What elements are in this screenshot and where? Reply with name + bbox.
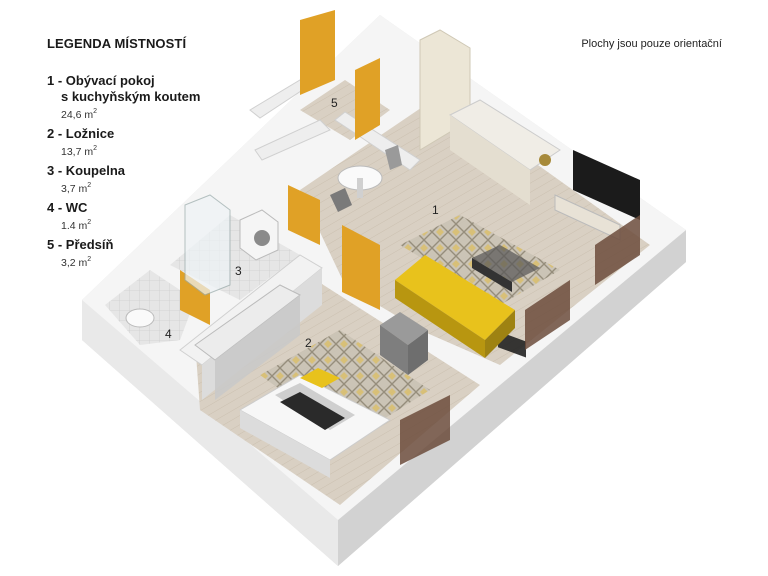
coffee-table bbox=[472, 245, 540, 292]
room-label-3: 3 bbox=[235, 264, 242, 278]
floor-wc bbox=[105, 270, 195, 345]
legend-item-bathroom: 3 - Koupelna 3,7 m2 bbox=[47, 163, 247, 196]
legend-item-label: 2 - Ložnice bbox=[47, 126, 115, 141]
area-unit-sup: 2 bbox=[87, 256, 92, 263]
legend-item-area: 24,6 m2 bbox=[47, 105, 247, 122]
bedroom-rug bbox=[260, 330, 430, 440]
area-unit-sup: 2 bbox=[87, 182, 92, 189]
area-value: 3,2 m bbox=[61, 257, 88, 269]
windows bbox=[400, 215, 640, 465]
area-value: 24,6 m bbox=[61, 109, 94, 121]
legend-item-area: 1.4 m2 bbox=[47, 216, 247, 233]
area-disclaimer: Plochy jsou pouze orientační bbox=[581, 38, 722, 50]
room-label-4: 4 bbox=[165, 327, 172, 341]
legend-item-wc: 4 - WC 1.4 m2 bbox=[47, 200, 247, 233]
doors bbox=[180, 10, 380, 325]
room-label-5: 5 bbox=[331, 96, 338, 110]
room-label-1: 1 bbox=[432, 203, 439, 217]
legend-item-living-room: 1 - Obývací pokoj s kuchyňským koutem 24… bbox=[47, 73, 247, 122]
legend-item-area: 3,7 m2 bbox=[47, 179, 247, 196]
legend-item-hallway: 5 - Předsíň 3,2 m2 bbox=[47, 237, 247, 270]
shower bbox=[184, 194, 231, 296]
legend-title: LEGENDA MÍSTNOSTÍ bbox=[47, 36, 187, 51]
legend-item-label: 1 - Obývací pokoj bbox=[47, 73, 155, 88]
legend-item-area: 3,2 m2 bbox=[47, 253, 247, 270]
room-label-2: 2 bbox=[305, 336, 312, 350]
washing-machine bbox=[239, 209, 279, 261]
legend-item-bedroom: 2 - Ložnice 13,7 m2 bbox=[47, 126, 247, 159]
dining-table bbox=[330, 145, 402, 212]
legend-item-label: 5 - Předsíň bbox=[47, 237, 114, 252]
legend-item-area: 13,7 m2 bbox=[47, 142, 247, 159]
area-value: 1.4 m bbox=[61, 220, 88, 232]
area-unit-sup: 2 bbox=[93, 145, 98, 152]
sofa bbox=[395, 255, 515, 358]
area-unit-sup: 2 bbox=[93, 108, 98, 115]
kitchen-counter bbox=[449, 99, 561, 358]
area-unit-sup: 2 bbox=[87, 219, 92, 226]
bed bbox=[238, 368, 391, 478]
toilet bbox=[125, 308, 155, 328]
dresser bbox=[380, 312, 428, 375]
wardrobe bbox=[194, 284, 301, 400]
room-legend: LEGENDA MÍSTNOSTÍ 1 - Obývací pokoj s ku… bbox=[47, 36, 247, 274]
legend-item-label: 3 - Koupelna bbox=[47, 163, 126, 178]
legend-item-label-cont: s kuchyňským koutem bbox=[61, 89, 201, 104]
area-value: 13,7 m bbox=[61, 146, 94, 158]
legend-item-label: 4 - WC bbox=[47, 200, 88, 215]
area-value: 3,7 m bbox=[61, 183, 88, 195]
